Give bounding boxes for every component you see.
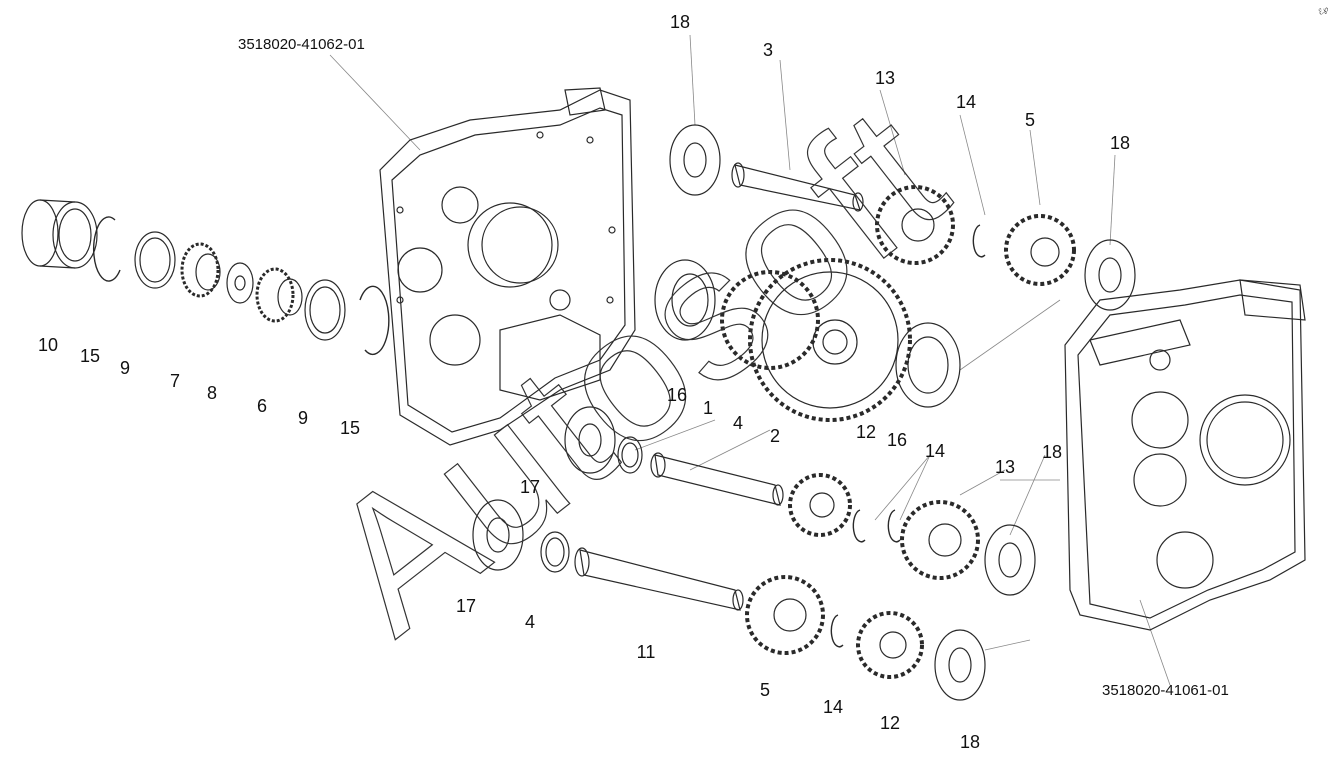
callout-label: 17 [519, 477, 541, 497]
callout-label: 18 [959, 732, 981, 752]
callout-label: 12 [879, 713, 901, 733]
callout-label: 16 [666, 385, 688, 405]
shafts [574, 162, 864, 611]
callout-label: 1 [702, 398, 714, 418]
callout-label: 10 [37, 335, 59, 355]
callout-label: 5 [1024, 110, 1036, 130]
callout-label: 11 [636, 642, 656, 662]
callout-label: 13 [874, 68, 896, 88]
assembly-label-lower-housing: 3518020-41061-01 [1102, 682, 1229, 699]
lower-housing [1064, 279, 1306, 631]
callout-label: 3 [762, 40, 774, 60]
callout-label: 6 [256, 396, 268, 416]
callout-label: 13 [994, 457, 1016, 477]
callout-label: 12 [855, 422, 877, 442]
part-10-needle-bearing [21, 199, 98, 269]
callout-label: 17 [455, 596, 477, 616]
small-gears [180, 242, 303, 323]
bearings [472, 124, 1136, 701]
callout-label: 9 [119, 358, 131, 378]
callout-label: 14 [822, 697, 844, 717]
callout-label: 16 [886, 430, 908, 450]
leader-lines [329, 34, 1171, 686]
callout-label: 14 [955, 92, 977, 112]
callout-label: 15 [79, 346, 101, 366]
upper-housing [379, 87, 636, 446]
part-15-snap-rings [92, 216, 986, 648]
washers [134, 231, 643, 573]
callout-label: 2 [769, 426, 781, 446]
assembly-label-upper-housing: 3518020-41062-01 [238, 36, 365, 53]
callout-label: 5 [759, 680, 771, 700]
callout-label: 4 [524, 612, 536, 632]
callout-label: 18 [669, 12, 691, 32]
callout-label: 18 [1109, 133, 1131, 153]
callout-label: 4 [732, 413, 744, 433]
callout-label: 15 [339, 418, 361, 438]
callout-label: 8 [206, 383, 218, 403]
callout-label: 18 [1041, 442, 1063, 462]
gears [720, 185, 1076, 679]
callout-label: 9 [297, 408, 309, 428]
callout-label: 7 [169, 371, 181, 391]
callout-label: 14 [924, 441, 946, 461]
